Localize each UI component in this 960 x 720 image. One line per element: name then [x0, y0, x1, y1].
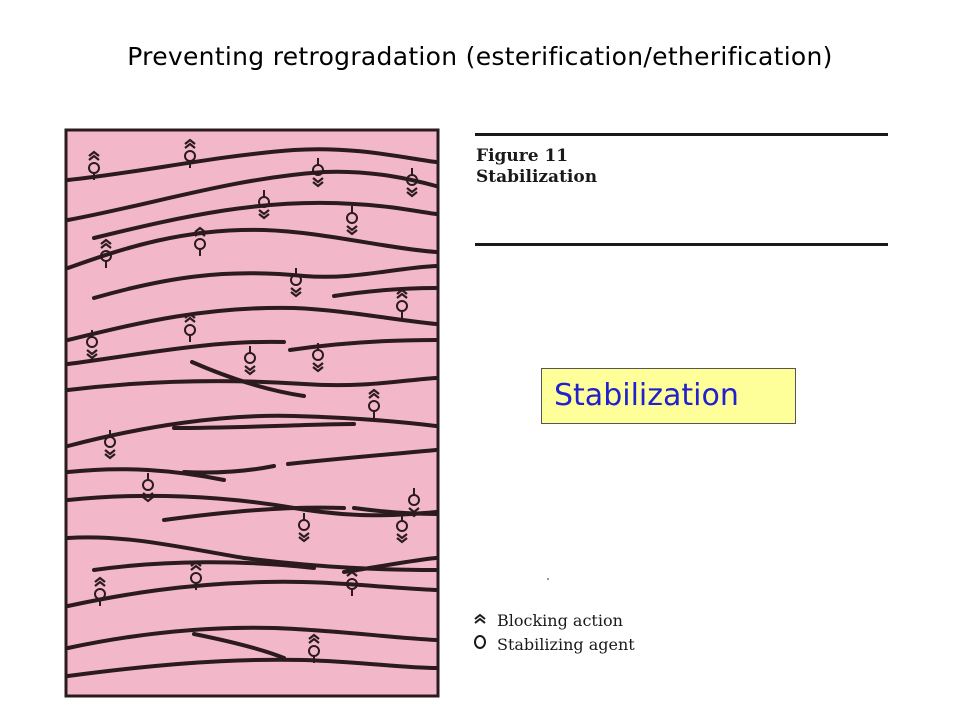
caption-rule-top	[475, 133, 888, 136]
legend: Blocking action Stabilizing agent	[473, 608, 635, 656]
diagram-border	[64, 128, 440, 698]
legend-label: Stabilizing agent	[497, 634, 635, 654]
stabilizing-agent-icon	[473, 634, 497, 654]
legend-item-stabilizing-agent: Stabilizing agent	[473, 632, 635, 656]
slide-title: Preventing retrogradation (esterificatio…	[127, 42, 833, 71]
stabilization-label-box: Stabilization	[541, 368, 796, 424]
figure-number: Figure 11	[476, 146, 569, 166]
speck	[547, 578, 549, 580]
caption-rule-bottom	[475, 243, 888, 246]
blocking-action-icon	[473, 611, 497, 630]
legend-item-blocking-action: Blocking action	[473, 608, 635, 632]
legend-label: Blocking action	[497, 610, 623, 630]
figure-name: Stabilization	[476, 167, 598, 187]
stabilization-diagram	[64, 128, 440, 698]
figure-caption: Figure 11 Stabilization	[476, 146, 597, 188]
diagram-canvas	[64, 128, 440, 698]
starch-chains	[66, 147, 438, 678]
